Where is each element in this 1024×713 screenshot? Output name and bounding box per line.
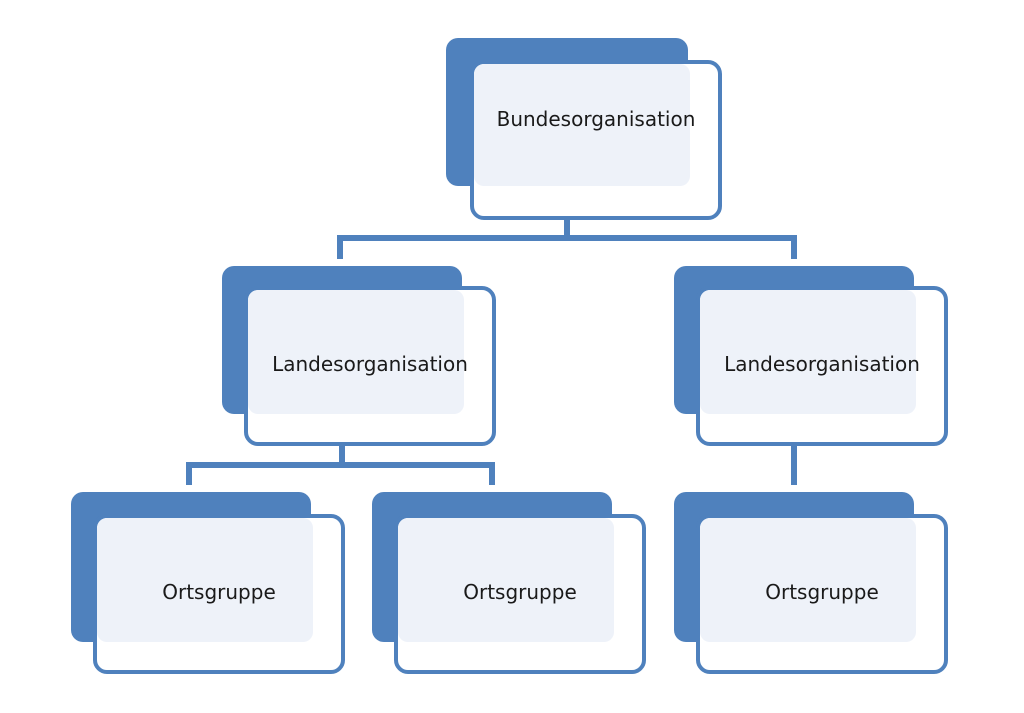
node-card bbox=[93, 514, 345, 674]
node-landesorganisation-right: Landesorganisation bbox=[674, 266, 948, 446]
node-ortsgruppe-1: Ortsgruppe bbox=[71, 492, 345, 674]
node-card bbox=[696, 286, 948, 446]
node-card bbox=[244, 286, 496, 446]
node-ortsgruppe-3: Ortsgruppe bbox=[674, 492, 948, 674]
node-label-ortsgruppe-3: Ortsgruppe bbox=[765, 580, 879, 604]
node-label-ortsgruppe-1: Ortsgruppe bbox=[162, 580, 276, 604]
node-bundesorganisation: Bundesorganisation bbox=[446, 38, 722, 220]
node-label-landesorganisation-left: Landesorganisation bbox=[272, 352, 468, 376]
node-label-bundesorganisation: Bundesorganisation bbox=[496, 107, 696, 131]
node-ortsgruppe-2: Ortsgruppe bbox=[372, 492, 646, 674]
node-card bbox=[470, 60, 722, 220]
node-label-ortsgruppe-2: Ortsgruppe bbox=[463, 580, 577, 604]
node-landesorganisation-left: Landesorganisation bbox=[222, 266, 496, 446]
node-card bbox=[394, 514, 646, 674]
node-card bbox=[696, 514, 948, 674]
node-label-landesorganisation-right: Landesorganisation bbox=[724, 352, 920, 376]
